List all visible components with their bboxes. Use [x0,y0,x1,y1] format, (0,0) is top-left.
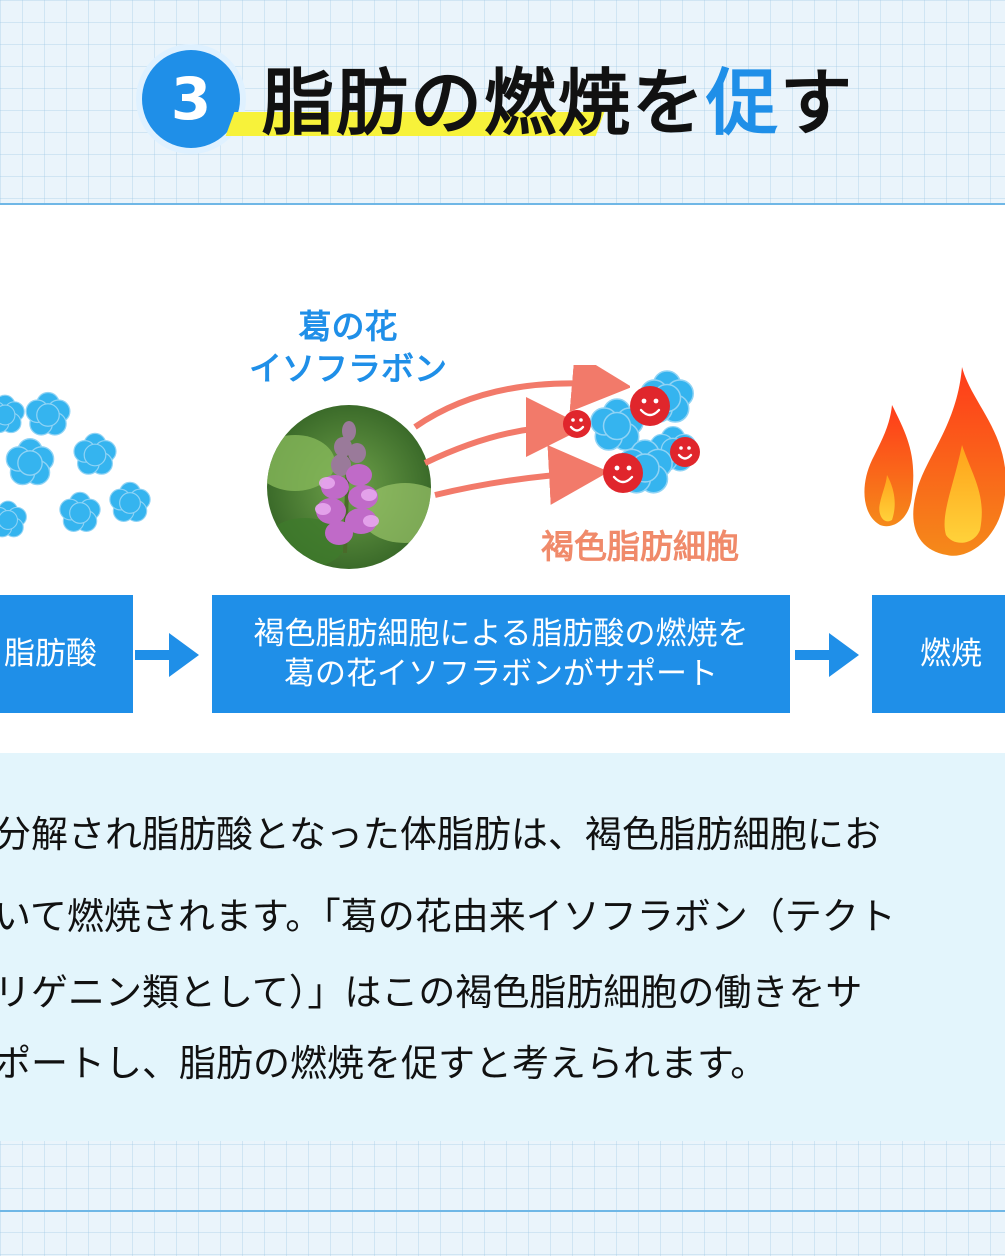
flame-icon [864,367,1005,556]
kudzu-label-line1: 葛の花 [298,307,398,346]
support-box-line2: 葛の花イソフラボンがサポート [284,656,718,692]
brown-fat-cell-icon [563,370,700,494]
title-text: 脂肪の燃焼を [262,60,707,145]
description-line: 分解され脂肪酸となった体脂肪は、褐色脂肪細胞にお [0,813,881,856]
support-box-line1: 褐色脂肪細胞による脂肪酸の燃焼を [253,616,749,652]
description-line: いて燃焼されます。「葛の花由来イソフラボン（テクト [0,895,896,938]
section-title: 脂肪の燃焼を促す [262,46,854,146]
description-line: ポートし、脂肪の燃焼を促すと考えられます。 [0,1042,768,1085]
title-text-end: す [780,60,855,145]
step-number-badge: 3 [142,50,240,148]
arrow-right-icon [795,633,859,677]
combustion-box: 燃焼 [872,595,1005,713]
support-process-box: 褐色脂肪細胞による脂肪酸の燃焼を 葛の花イソフラボンがサポート [212,595,790,713]
description-line: リゲニン類として）」はこの褐色脂肪細胞の働きをサ [0,971,863,1014]
kudzu-label-line2: イソフラボン [249,349,447,388]
kudzu-isoflavone-label: 葛の花 イソフラボン [228,306,468,390]
title-accent-char: 促 [706,60,781,145]
footer-divider [0,1210,1005,1212]
brown-fat-cell-label: 褐色脂肪細胞 [541,527,739,566]
arrow-right-icon [135,633,199,677]
section-header: 3 脂肪の燃焼を促す [0,0,1005,203]
fat-acid-cluster-icon [0,391,151,538]
fatty-acid-box: 脂肪酸 [0,595,133,713]
description-panel [0,753,1005,1141]
action-arrows [413,365,630,505]
kudzu-flower-photo [267,405,431,569]
